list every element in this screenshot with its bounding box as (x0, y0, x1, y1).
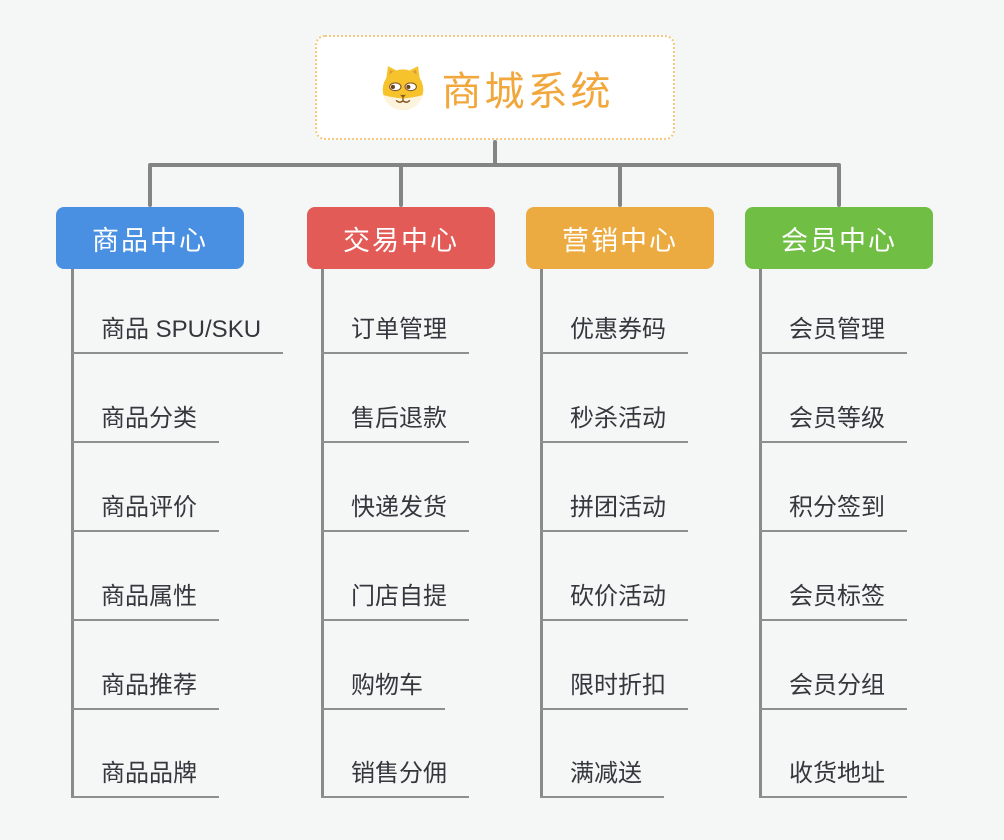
leaf-node[interactable]: 积分签到 (759, 491, 907, 532)
leaf-node[interactable]: 门店自提 (321, 580, 469, 621)
root-connector-stem (493, 140, 497, 166)
leaf-node[interactable]: 商品属性 (71, 580, 219, 621)
branch-connector-drop (399, 165, 403, 207)
leaf-node[interactable]: 满减送 (540, 757, 664, 798)
branch-child-line (71, 269, 74, 798)
leaf-node[interactable]: 砍价活动 (540, 580, 688, 621)
leaf-node[interactable]: 商品品牌 (71, 757, 219, 798)
leaf-node[interactable]: 商品评价 (71, 491, 219, 532)
leaf-node[interactable]: 会员等级 (759, 402, 907, 443)
leaf-node[interactable]: 商品推荐 (71, 669, 219, 710)
root-title: 商城系统 (441, 69, 614, 114)
leaf-node[interactable]: 订单管理 (321, 313, 469, 354)
leaf-node[interactable]: 商品分类 (71, 402, 219, 443)
leaf-node[interactable]: 优惠券码 (540, 313, 688, 354)
leaf-node[interactable]: 限时折扣 (540, 669, 688, 710)
branch-node-member-center[interactable]: 会员中心 (745, 207, 933, 269)
leaf-node[interactable]: 购物车 (321, 669, 445, 710)
leaf-node[interactable]: 收货地址 (759, 757, 907, 798)
branch-node-trade-center[interactable]: 交易中心 (307, 207, 495, 269)
branch-connector-drop (837, 165, 841, 207)
root-node[interactable]: 商城系统 (315, 35, 675, 140)
leaf-node[interactable]: 拼团活动 (540, 491, 688, 532)
dog-face-icon (377, 62, 429, 114)
branch-node-marketing-center[interactable]: 营销中心 (526, 207, 714, 269)
branch-connector-bar (148, 163, 841, 167)
leaf-node[interactable]: 商品 SPU/SKU (71, 313, 284, 354)
branch-connector-drop (148, 165, 152, 207)
leaf-node[interactable]: 销售分佣 (321, 757, 469, 798)
branch-connector-drop (618, 165, 622, 207)
leaf-node[interactable]: 会员分组 (759, 669, 907, 710)
leaf-node[interactable]: 售后退款 (321, 402, 469, 443)
leaf-node[interactable]: 秒杀活动 (540, 402, 688, 443)
branch-child-line (540, 269, 543, 798)
leaf-node[interactable]: 会员管理 (759, 313, 907, 354)
branch-child-line (759, 269, 762, 798)
branch-node-product-center[interactable]: 商品中心 (56, 207, 244, 269)
leaf-node[interactable]: 快递发货 (321, 491, 469, 532)
leaf-node[interactable]: 会员标签 (759, 580, 907, 621)
branch-child-line (321, 269, 324, 798)
